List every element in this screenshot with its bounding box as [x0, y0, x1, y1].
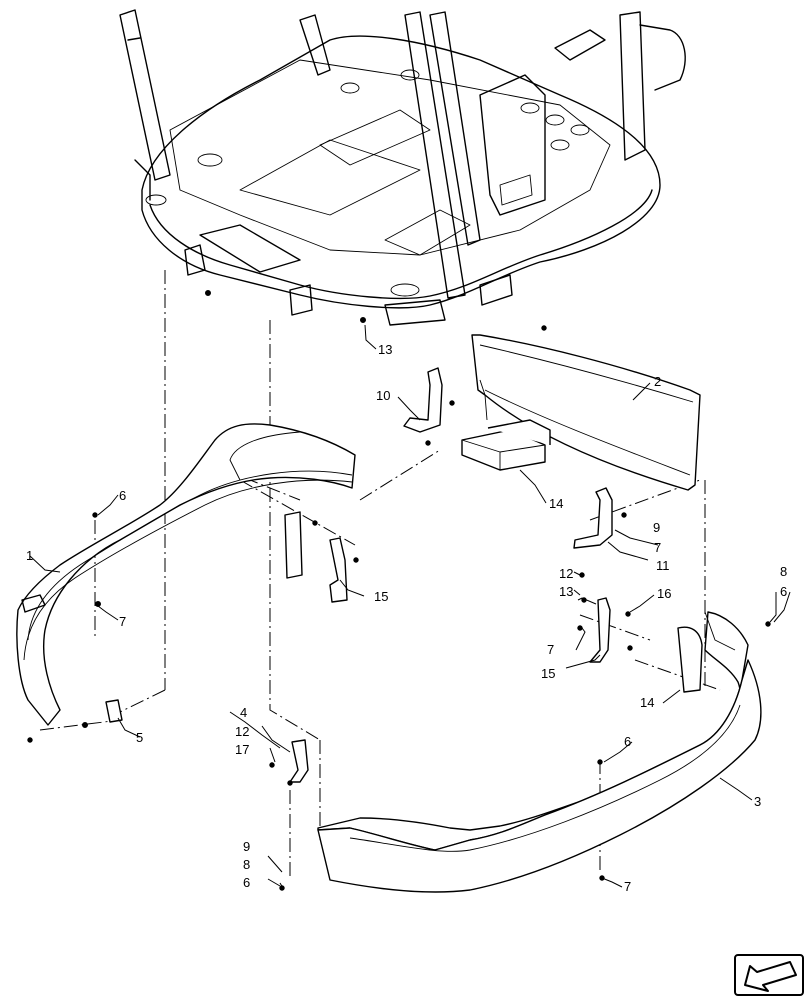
callout-6-bottom: 6	[243, 875, 250, 890]
callout-11: 11	[656, 558, 670, 573]
callout-15-upper: 15	[374, 589, 388, 604]
view-direction-arrow-icon	[734, 954, 804, 996]
brackets	[105, 367, 613, 783]
part-3-front-skirt	[317, 611, 762, 893]
callout-8-bottom: 8	[243, 857, 250, 872]
callout-5: 5	[136, 730, 143, 745]
callout-labels: 1 2 3 4 5 6 6 6 6 7 7 7 7 8 8 9 9 10 11 …	[26, 342, 787, 894]
callout-2: 2	[654, 374, 661, 389]
callout-8-right: 8	[780, 564, 787, 579]
callout-6-front: 6	[624, 734, 631, 749]
callout-9-right: 9	[653, 520, 660, 535]
callout-13-right: 13	[559, 584, 573, 599]
callout-13-top: 13	[378, 342, 392, 357]
callout-17: 17	[235, 742, 249, 757]
callout-7-bracket: 7	[654, 540, 661, 555]
callout-1: 1	[26, 548, 33, 563]
callout-15-lower: 15	[541, 666, 555, 681]
callout-6-left: 6	[119, 488, 126, 503]
callout-12-right: 12	[559, 566, 573, 581]
callout-3: 3	[754, 794, 761, 809]
callout-7-lower: 7	[547, 642, 554, 657]
callout-10: 10	[376, 388, 390, 403]
callout-4: 4	[240, 705, 247, 720]
cab-frame	[119, 9, 686, 326]
callout-7-front: 7	[624, 879, 631, 894]
callout-12-left: 12	[235, 724, 249, 739]
part-14-pads	[284, 419, 703, 693]
part-1-left-skirt	[16, 423, 356, 726]
callout-14-upper: 14	[549, 496, 563, 511]
callout-16: 16	[657, 586, 671, 601]
leader-lines	[29, 324, 791, 889]
callout-7-left: 7	[119, 614, 126, 629]
callout-6-right: 6	[780, 584, 787, 599]
callout-9-bottom: 9	[243, 839, 250, 854]
callout-14-lower: 14	[640, 695, 654, 710]
